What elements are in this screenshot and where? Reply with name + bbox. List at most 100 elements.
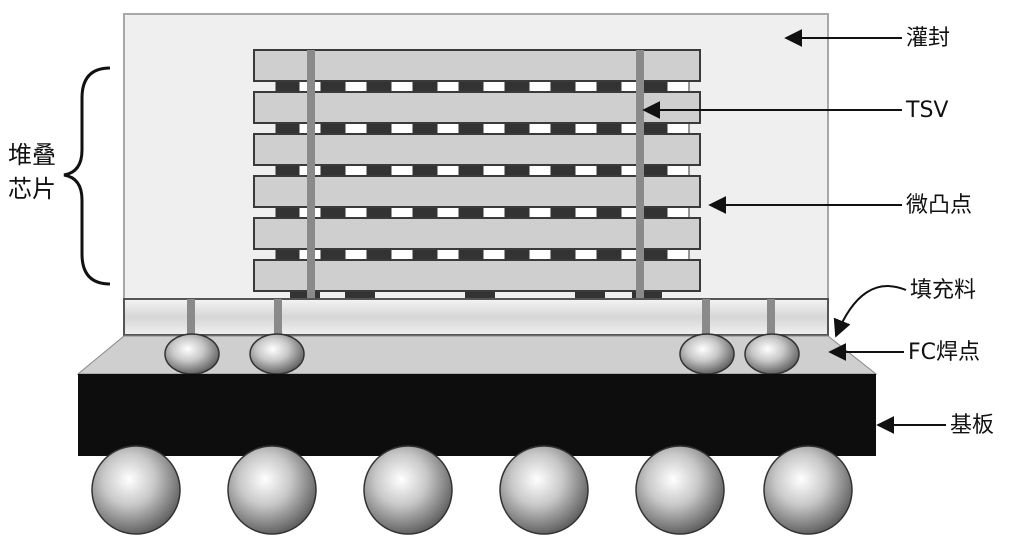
microbump (528, 164, 552, 177)
label-stacked-chips: 堆叠 芯片 (8, 138, 68, 206)
fc-bump-2 (249, 333, 305, 375)
substrate-body (78, 374, 876, 456)
microbump (436, 122, 460, 135)
microbump (528, 80, 552, 93)
microbump (482, 206, 506, 219)
microbump (574, 80, 598, 93)
fc-bump-3 (679, 333, 735, 375)
microbump (390, 164, 414, 177)
label-underfill: 填充料 (910, 278, 977, 303)
microbump (275, 80, 299, 93)
microbump (275, 164, 299, 177)
microbump (574, 164, 598, 177)
microbump (643, 164, 667, 177)
microbump (413, 122, 437, 135)
microbump (275, 206, 299, 219)
microbump (390, 248, 414, 261)
microbump (643, 248, 667, 261)
microbump (321, 164, 345, 177)
microbump (528, 206, 552, 219)
microbump (459, 80, 483, 93)
microbump-bottom (290, 291, 320, 299)
fc-via-2 (274, 299, 282, 343)
microbump (482, 122, 506, 135)
microbump (436, 80, 460, 93)
microbump (390, 122, 414, 135)
microbump (459, 122, 483, 135)
microbump (482, 80, 506, 93)
chip-4 (253, 175, 701, 208)
fc-via-3 (702, 299, 710, 343)
bga-ball-4 (499, 445, 589, 535)
bga-ball-1 (91, 445, 181, 535)
microbump (597, 164, 621, 177)
microbump (275, 122, 299, 135)
microbump (321, 248, 345, 261)
label-stacked-chips-line2: 芯片 (8, 175, 56, 203)
label-stacked-chips-line1: 堆叠 (8, 141, 56, 169)
stacked-chips (253, 49, 701, 292)
label-fc-solder: FC焊点 (908, 340, 981, 365)
microbump (666, 206, 690, 219)
microbump (482, 248, 506, 261)
microbump (551, 164, 575, 177)
microbump (344, 80, 368, 93)
microbump (459, 248, 483, 261)
microbump (436, 164, 460, 177)
chip-6 (253, 259, 701, 292)
microbump (666, 122, 690, 135)
microbump-layers (275, 80, 690, 299)
microbump (551, 248, 575, 261)
microbump (367, 122, 391, 135)
chip-5 (253, 217, 701, 250)
microbump (505, 206, 529, 219)
chip-1 (253, 49, 701, 82)
label-substrate: 基板 (950, 413, 995, 438)
microbump (344, 164, 368, 177)
label-microbump: 微凸点 (906, 193, 973, 218)
microbump (321, 206, 345, 219)
fc-via-1 (187, 299, 195, 343)
microbump (597, 122, 621, 135)
microbump (436, 248, 460, 261)
microbump (482, 164, 506, 177)
microbump (551, 122, 575, 135)
bga-ball-5 (635, 445, 725, 535)
microbump (390, 80, 414, 93)
microbump (344, 122, 368, 135)
microbump (551, 206, 575, 219)
microbump-bottom (345, 291, 375, 299)
chip-2 (253, 91, 701, 124)
microbump (643, 122, 667, 135)
fc-bump-1 (164, 333, 220, 375)
microbump (367, 164, 391, 177)
microbump-bottom (465, 291, 495, 299)
microbump (643, 206, 667, 219)
microbump (597, 206, 621, 219)
bga-ball-6 (763, 445, 853, 535)
microbump (413, 248, 437, 261)
microbump (275, 248, 299, 261)
microbump (643, 80, 667, 93)
microbump (505, 164, 529, 177)
microbump (528, 248, 552, 261)
microbump (666, 164, 690, 177)
arrow-underfill (833, 285, 907, 338)
microbump (459, 206, 483, 219)
chip-3 (253, 133, 701, 166)
label-tsv: TSV (906, 98, 949, 123)
underfill-layer (123, 298, 829, 336)
microbump (666, 80, 690, 93)
microbump (459, 164, 483, 177)
microbump-bottom (632, 291, 662, 299)
stack-brace (63, 66, 111, 286)
fc-bump-4 (744, 333, 800, 375)
microbump (344, 248, 368, 261)
microbump (390, 206, 414, 219)
tsv-right (636, 50, 644, 298)
microbump (528, 122, 552, 135)
label-encapsulation: 灌封 (906, 26, 951, 51)
microbump (597, 80, 621, 93)
microbump (413, 80, 437, 93)
fc-via-4 (767, 299, 775, 343)
